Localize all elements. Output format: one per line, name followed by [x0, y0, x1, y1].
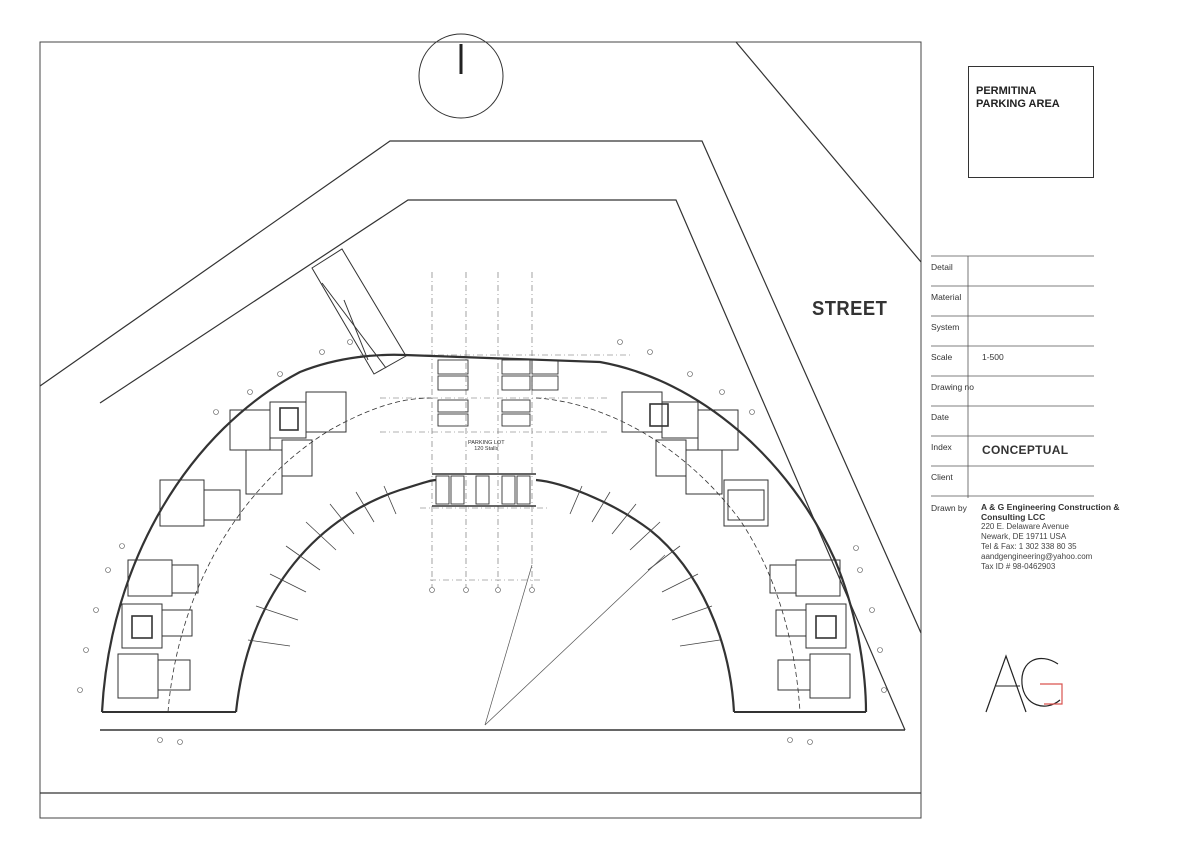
unit-partitions	[247, 485, 721, 647]
field-label-index: Index	[931, 442, 952, 452]
company-name-line1: A & G Engineering Construction &	[981, 502, 1120, 512]
field-label-material: Material	[931, 292, 962, 302]
left-wing-rooms	[117, 391, 347, 699]
north-arrow-icon	[418, 33, 504, 119]
grid-bubbles	[77, 339, 887, 745]
street-boundaries	[39, 41, 922, 794]
field-value-scale: 1-500	[982, 352, 1004, 362]
company-phone: Tel & Fax: 1 302 338 80 35	[981, 542, 1077, 551]
parking-lot-label: PARKING LOT 120 Stalls	[468, 440, 505, 452]
company-address-line2: Newark, DE 19711 USA	[981, 532, 1067, 541]
ag-logo-icon	[985, 654, 1063, 713]
project-title-line2: PARKING AREA	[976, 98, 1060, 110]
company-address-line1: 220 E. Delaware Avenue	[981, 522, 1069, 531]
field-label-scale: Scale	[931, 352, 953, 362]
drawing-frame	[39, 41, 922, 819]
field-label-system: System	[931, 322, 960, 332]
field-label-date: Date	[931, 412, 949, 422]
title-block-rules	[931, 255, 1094, 498]
reference-lines	[484, 554, 666, 726]
field-label-detail: Detail	[931, 262, 953, 272]
project-title-line1: PERMITINA	[976, 85, 1037, 97]
grid-lines	[360, 272, 630, 588]
field-value-index: CONCEPTUAL	[982, 443, 1069, 457]
street-label: STREET	[812, 298, 888, 320]
arc-building	[100, 353, 868, 713]
field-label-drawing-no: Drawing no	[931, 382, 974, 392]
company-name-line2: Consulting LCC	[981, 512, 1046, 522]
field-label-client: Client	[931, 472, 953, 482]
parking-lot-label-line2: 120 Stalls	[474, 446, 499, 452]
right-wing-rooms	[621, 391, 851, 699]
parking-lot-label-line1: PARKING LOT	[468, 440, 505, 446]
project-title-box	[968, 66, 1094, 178]
company-email: aandgengineering@yahoo.com	[981, 552, 1093, 561]
field-label-drawn-by: Drawn by	[931, 503, 967, 513]
company-name: A & G Engineering Construction & Consult…	[981, 502, 1131, 522]
project-title: PERMITINA PARKING AREA	[976, 85, 1086, 111]
company-tax-id: Tax ID # 98-0462903	[981, 562, 1056, 571]
